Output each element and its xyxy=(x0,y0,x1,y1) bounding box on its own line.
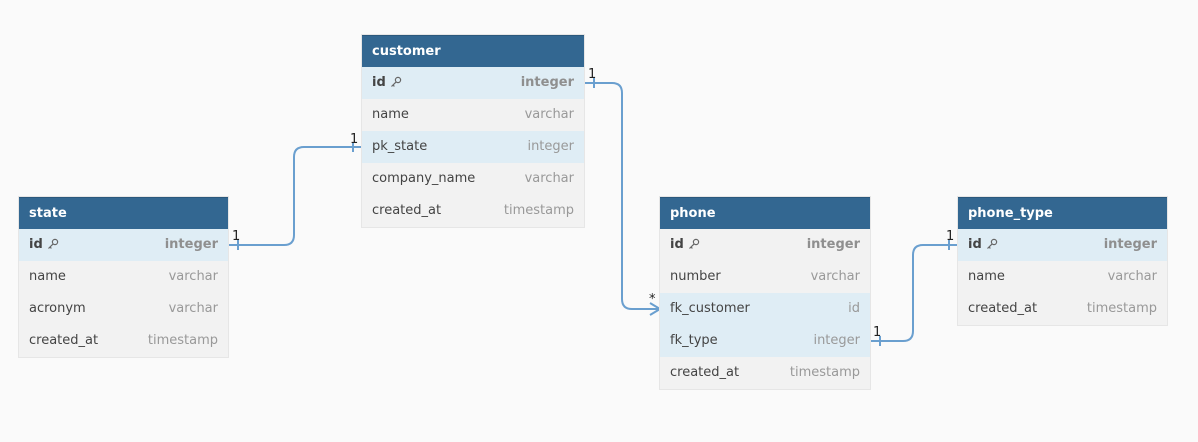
table-row[interactable]: id integer xyxy=(362,67,584,99)
field-type: varchar xyxy=(1107,269,1157,284)
field-type: timestamp xyxy=(147,333,218,348)
field-name: created_at xyxy=(670,365,740,380)
field-type: integer xyxy=(1103,237,1157,252)
field-name: id xyxy=(670,237,684,252)
relationship-label-phone-type-end: 1 xyxy=(873,325,882,340)
table-row[interactable]: created_at timestamp xyxy=(362,195,584,227)
key-icon xyxy=(390,76,401,87)
table-row[interactable]: id integer xyxy=(958,229,1167,261)
table-row[interactable]: pk_state integer xyxy=(362,131,584,163)
field-name: id xyxy=(29,237,43,252)
relationship-label-phone-many-end: * xyxy=(649,292,656,307)
relationship-label-customer-end: 1 xyxy=(350,132,359,147)
field-type: integer xyxy=(164,237,218,252)
table-row[interactable]: name varchar xyxy=(958,261,1167,293)
table-row[interactable]: name varchar xyxy=(19,261,228,293)
table-row[interactable]: fk_customer id xyxy=(660,293,870,325)
field-type: integer xyxy=(527,139,574,154)
table-row[interactable]: created_at timestamp xyxy=(958,293,1167,325)
field-name: acronym xyxy=(29,301,86,316)
relationship-phonetype-phone xyxy=(870,244,958,342)
field-name: fk_type xyxy=(670,333,718,348)
table-row[interactable]: id integer xyxy=(19,229,228,261)
field-type: varchar xyxy=(524,171,574,186)
table-row[interactable]: created_at timestamp xyxy=(660,357,870,389)
field-name: created_at xyxy=(968,301,1038,316)
table-row[interactable]: number varchar xyxy=(660,261,870,293)
field-name: created_at xyxy=(29,333,99,348)
key-icon xyxy=(47,238,58,249)
field-name: company_name xyxy=(372,171,476,186)
field-type: varchar xyxy=(168,301,218,316)
field-name: fk_customer xyxy=(670,301,750,316)
table-title: state xyxy=(19,197,228,229)
field-type: integer xyxy=(806,237,860,252)
field-name: created_at xyxy=(372,203,442,218)
table-row[interactable]: fk_type integer xyxy=(660,325,870,357)
table-row[interactable]: name varchar xyxy=(362,99,584,131)
key-icon xyxy=(986,238,997,249)
field-name: name xyxy=(372,107,409,122)
field-type: varchar xyxy=(810,269,860,284)
field-name: id xyxy=(372,75,386,90)
field-name: id xyxy=(968,237,982,252)
table-phone-type[interactable]: phone_type id integer name varchar creat… xyxy=(958,197,1167,325)
table-title: customer xyxy=(362,35,584,67)
table-title: phone_type xyxy=(958,197,1167,229)
relationship-label-customer-id-end: 1 xyxy=(588,67,597,82)
field-type: timestamp xyxy=(503,203,574,218)
field-type: varchar xyxy=(524,107,574,122)
field-type: varchar xyxy=(168,269,218,284)
table-row[interactable]: company_name varchar xyxy=(362,163,584,195)
table-row[interactable]: id integer xyxy=(660,229,870,261)
table-row[interactable]: created_at timestamp xyxy=(19,325,228,357)
table-customer[interactable]: customer id integer name varchar pk_stat… xyxy=(362,35,584,227)
field-type: timestamp xyxy=(789,365,860,380)
table-title: phone xyxy=(660,197,870,229)
field-name: name xyxy=(29,269,66,284)
relationship-label-state-end: 1 xyxy=(232,229,241,244)
field-type: integer xyxy=(813,333,860,348)
table-phone[interactable]: phone id integer number varchar fk_custo… xyxy=(660,197,870,389)
relationship-state-customer xyxy=(228,146,362,246)
key-icon xyxy=(688,238,699,249)
field-name: number xyxy=(670,269,721,284)
field-type: id xyxy=(848,301,860,316)
relationship-label-phonetype-id-end: 1 xyxy=(946,229,955,244)
relationship-customer-phone xyxy=(584,82,660,310)
field-type: timestamp xyxy=(1086,301,1157,316)
table-row[interactable]: acronym varchar xyxy=(19,293,228,325)
table-state[interactable]: state id integer name varchar acronym va… xyxy=(19,197,228,357)
field-type: integer xyxy=(520,75,574,90)
field-name: name xyxy=(968,269,1005,284)
field-name: pk_state xyxy=(372,139,428,154)
